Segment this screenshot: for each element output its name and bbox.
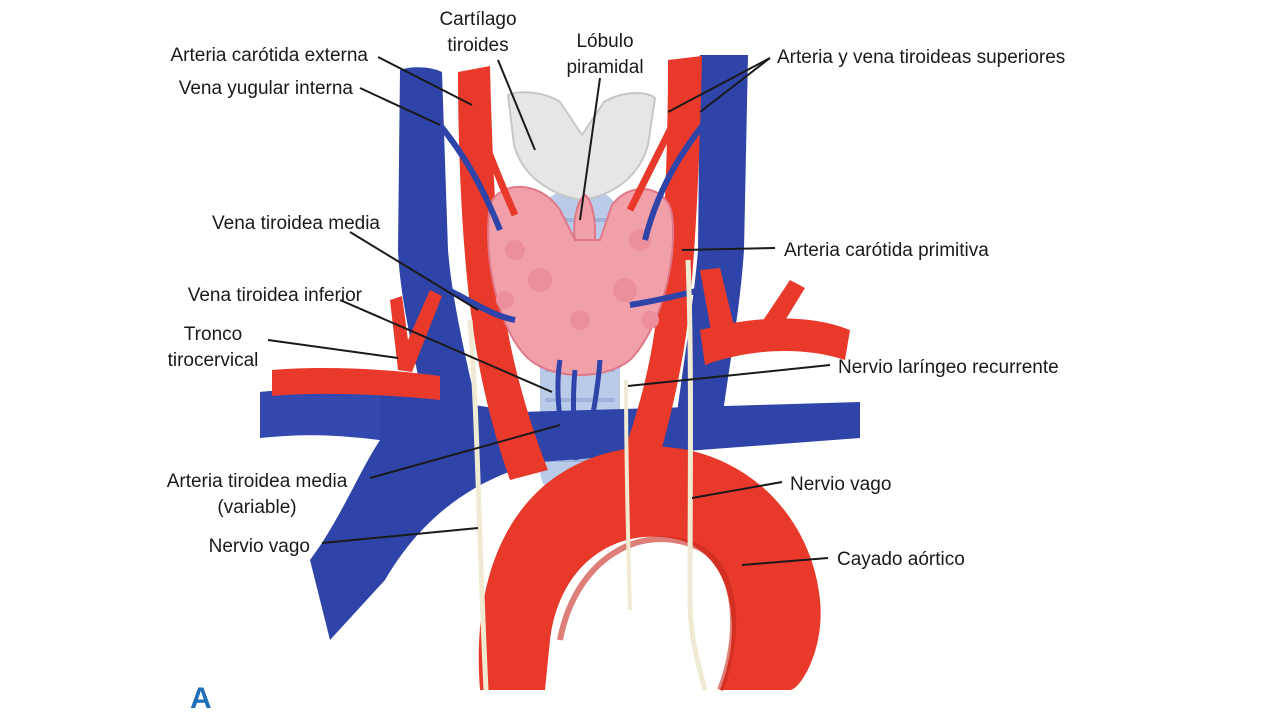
thyroid-cartilage bbox=[506, 91, 657, 202]
middle-thyroid-vein-right bbox=[629, 287, 701, 308]
label-vena-tiroidea-inferior: Vena tiroidea inferior bbox=[188, 285, 363, 306]
recurrent-laryngeal-nerve bbox=[624, 379, 632, 611]
thyrocervical-trunk bbox=[390, 290, 442, 372]
superior-thyroid-vein-right bbox=[642, 108, 718, 241]
leader-lines bbox=[267, 56, 831, 566]
label-vena-tiroidea-media: Vena tiroidea media bbox=[212, 213, 380, 234]
left-subclavian-vein bbox=[260, 389, 380, 440]
leader-tiroidea-inferior bbox=[339, 299, 553, 393]
label-lobulo-line1: Lóbulo bbox=[576, 31, 633, 52]
label-vena-yugular-interna: Vena yugular interna bbox=[179, 78, 354, 99]
left-vagus-nerve bbox=[467, 319, 489, 691]
label-arteria-tiroidea-media-line1: Arteria tiroidea media bbox=[167, 471, 348, 492]
right-vagus-nerve bbox=[685, 259, 708, 691]
label-arteria-vena-tiroideas-superiores: Arteria y vena tiroideas superiores bbox=[777, 47, 1065, 68]
label-cartilago-line2: tiroides bbox=[447, 35, 508, 56]
leader-tiroidea-media bbox=[349, 231, 479, 311]
label-arteria-carotida-externa: Arteria carótida externa bbox=[171, 45, 369, 66]
leader-tiroideas-sup-a bbox=[667, 57, 771, 113]
superior-thyroid-artery-right bbox=[626, 98, 689, 212]
label-nervio-vago-right: Nervio vago bbox=[790, 474, 891, 495]
label-arteria-tiroidea-media-line2: (variable) bbox=[217, 497, 296, 518]
left-brachiocephalic-vein bbox=[260, 389, 860, 640]
leader-cayado bbox=[741, 557, 829, 566]
thyroid-gland bbox=[487, 185, 675, 376]
leader-vago-left bbox=[321, 527, 479, 544]
label-nervio-laringeo-recurrente: Nervio laríngeo recurrente bbox=[838, 357, 1059, 378]
leader-tiroidea-media-art bbox=[369, 424, 561, 479]
superior-thyroid-artery-left bbox=[466, 98, 519, 217]
left-subclavian-artery bbox=[272, 368, 440, 400]
label-arteria-carotida-primitiva: Arteria carótida primitiva bbox=[784, 240, 989, 261]
label-lobulo-line2: piramidal bbox=[566, 57, 643, 78]
panel-letter: A bbox=[190, 682, 212, 715]
leader-tiroideas-sup-b bbox=[699, 57, 771, 113]
middle-thyroid-vein bbox=[446, 287, 516, 323]
label-cayado-aortico: Cayado aórtico bbox=[837, 549, 965, 570]
left-common-carotid-artery bbox=[458, 66, 548, 480]
labels: Cartílago tiroides Lóbulo piramidal Arte… bbox=[167, 9, 1066, 715]
aortic-arch bbox=[478, 446, 821, 690]
leader-tronco bbox=[267, 339, 399, 359]
leader-lobulo bbox=[579, 77, 601, 221]
label-tronco-line1: Tronco bbox=[184, 324, 242, 345]
leader-carotida-externa bbox=[377, 56, 473, 106]
leader-laringeo bbox=[627, 364, 831, 387]
leader-cartilago bbox=[497, 59, 536, 151]
label-tronco-line2: tirocervical bbox=[168, 350, 259, 371]
inferior-thyroid-veins bbox=[555, 359, 603, 461]
right-subclavian-artery bbox=[700, 318, 850, 365]
leader-yugular-interna bbox=[359, 87, 441, 126]
anatomy-illustration bbox=[260, 55, 860, 692]
leader-vago-right bbox=[691, 481, 783, 499]
leader-carotida-primitiva bbox=[681, 247, 776, 251]
label-cartilago-line1: Cartílago bbox=[439, 9, 516, 30]
superior-thyroid-vein-left bbox=[437, 123, 503, 232]
label-nervio-vago-left: Nervio vago bbox=[209, 536, 310, 557]
